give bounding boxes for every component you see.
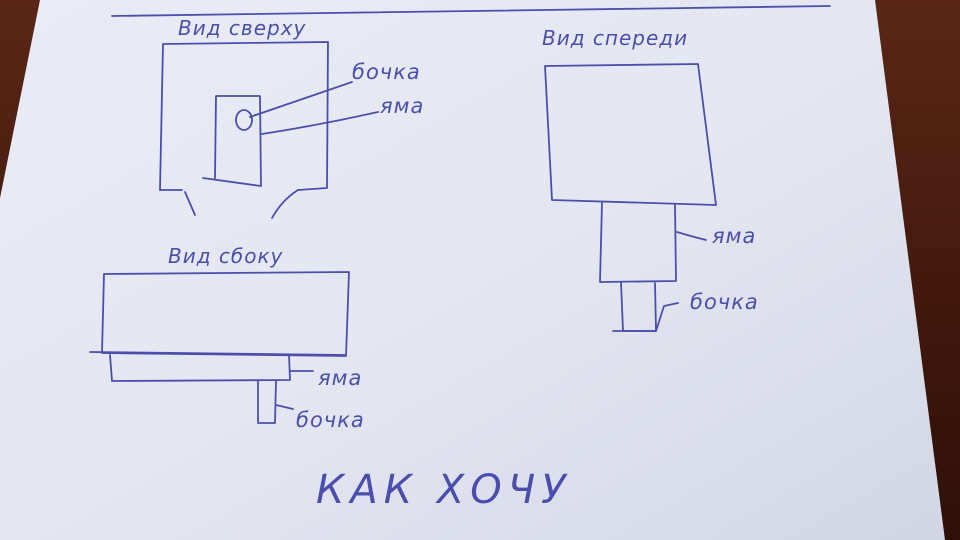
side-view-pit-rect bbox=[109, 354, 291, 382]
front-view-pit-rect bbox=[599, 202, 677, 283]
top-view-leg-left bbox=[184, 191, 196, 216]
top-view-pit-label: яма bbox=[380, 94, 425, 118]
top-view-pit-rect bbox=[202, 95, 262, 187]
side-view-drawing bbox=[89, 271, 350, 424]
front-view-barrel-rect bbox=[620, 281, 657, 332]
top-view-leg-right bbox=[271, 189, 299, 219]
side-view-main-rect bbox=[101, 271, 350, 357]
front-view-pit-label: яма bbox=[712, 224, 757, 248]
side-view-barrel-label: бочка bbox=[296, 408, 365, 432]
front-view-title: Вид спереди bbox=[542, 26, 689, 50]
top-view-outline bbox=[159, 41, 329, 191]
top-view-drawing bbox=[159, 41, 379, 219]
front-view-pit-leader bbox=[676, 231, 707, 241]
side-view-barrel-rect bbox=[257, 380, 277, 424]
side-view-title: Вид сбоку bbox=[168, 244, 284, 268]
side-view-base-line bbox=[89, 351, 347, 356]
top-margin-line bbox=[111, 5, 831, 17]
side-view-barrel-leader bbox=[275, 404, 294, 410]
top-view-barrel-leader bbox=[249, 81, 353, 118]
top-view-barrel-circle bbox=[235, 109, 253, 131]
caption-text: КАК ХОЧУ bbox=[316, 467, 572, 513]
front-view-main-rect bbox=[544, 63, 717, 206]
front-view-drawing bbox=[544, 63, 717, 332]
side-view-pit-label: яма bbox=[318, 366, 363, 390]
top-view-barrel-label: бочка bbox=[352, 60, 421, 84]
front-view-barrel-label: бочка bbox=[690, 290, 759, 314]
front-view-barrel-tick bbox=[612, 302, 679, 332]
top-view-title: Вид сверху bbox=[178, 16, 307, 40]
top-view-pit-leader bbox=[261, 111, 379, 135]
